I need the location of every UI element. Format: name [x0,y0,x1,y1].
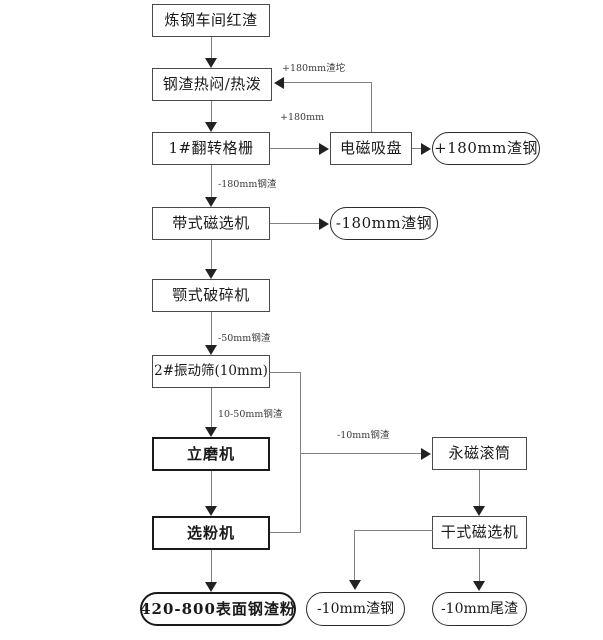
node-label: 1#翻转格栅 [168,139,254,157]
edge-label-minus180-slag: -180mm钢渣 [218,179,277,190]
edge-grate-to-belt-separator [211,165,212,199]
edge-label-minus10-slag: -10mm钢渣 [337,430,390,441]
arrowhead-right [319,143,329,155]
node-grate-1[interactable]: 1#翻转格栅 [152,132,270,165]
node-belt-magnetic-separator[interactable]: 带式磁选机 [152,207,270,240]
node-vertical-mill[interactable]: 立磨机 [152,437,270,471]
edge-jaw-to-screen [211,312,212,347]
edge-label-plus180: +180mm [280,112,325,123]
edge-drum-to-dry-separator [479,470,480,506]
arrowhead-down [473,581,485,591]
arrowhead-down [205,269,217,279]
edge-powder-separator-to-product [211,550,212,584]
arrowhead-down [205,427,217,437]
arrowhead-left [274,77,284,89]
edge-belt-separator-to-scrap [270,223,320,224]
node-powder-separator[interactable]: 选粉机 [152,516,270,550]
edge-dry-separator-to-scrap-h [354,530,433,531]
arrowhead-right [319,218,329,230]
edge-belt-separator-to-jaw [211,240,212,271]
edge-label-range10-50-slag: 10-50mm钢渣 [218,409,283,420]
node-scrap-minus10[interactable]: -10mm渣钢 [306,592,405,626]
node-label: 带式磁选机 [172,214,250,232]
edge-red-slag-to-hot-stuffy [211,37,212,60]
arrowhead-down [205,197,217,207]
arrowhead-right [421,448,431,460]
node-scrap-minus180[interactable]: -180mm渣钢 [330,207,438,240]
node-label: 2#振动筛(10mm) [154,362,268,379]
node-label: 选粉机 [186,523,235,542]
edge-trunk-vertical [300,372,301,533]
edge-chuck-to-scrap180 [412,148,424,149]
edge-label-minus50-slag: -50mm钢渣 [218,333,271,344]
node-steel-slag-powder[interactable]: 420-800表面钢渣粉 [140,592,296,626]
node-vibrating-screen-2[interactable]: 2#振动筛(10mm) [152,355,270,388]
arrowhead-right [421,143,431,155]
node-label: 钢渣热闷/热泼 [162,75,262,93]
node-label: 电磁吸盘 [339,139,402,157]
edge-hot-stuffy-to-grate [211,101,212,124]
node-red-slag[interactable]: 炼钢车间红渣 [152,4,270,37]
edge-chuck-feedback-horizontal [284,82,372,83]
node-tailings-minus10[interactable]: -10mm尾渣 [432,592,527,626]
node-label: -180mm渣钢 [335,214,433,232]
arrowhead-down [349,580,361,590]
node-label: -10mm渣钢 [316,601,395,617]
node-scrap-plus180[interactable]: +180mm渣钢 [432,132,540,165]
node-permanent-magnet-drum[interactable]: 永磁滚筒 [432,437,527,470]
edge-chuck-feedback-vertical [371,82,372,132]
node-label: -10mm尾渣 [440,601,519,617]
arrowhead-down [473,506,485,516]
edge-grate-to-chuck [270,148,320,149]
node-label: 炼钢车间红渣 [164,11,258,29]
arrowhead-down [205,345,217,355]
arrowhead-down [205,58,217,68]
node-label: +180mm渣钢 [434,139,538,157]
arrowhead-down [205,582,217,592]
edge-screen-to-trunk [270,372,301,373]
node-jaw-crusher[interactable]: 颚式破碎机 [152,279,270,312]
arrowhead-down [205,506,217,516]
node-label: 永磁滚筒 [448,444,511,462]
edge-powder-separator-to-trunk [270,532,301,533]
edge-trunk-to-drum [300,453,422,454]
edge-dry-separator-to-tailings [479,549,480,583]
edge-dry-separator-to-scrap-v [354,530,355,582]
edge-mill-to-powder-separator [211,471,212,508]
node-dry-magnetic-separator[interactable]: 干式磁选机 [432,516,527,549]
node-magnetic-chuck[interactable]: 电磁吸盘 [330,132,412,165]
arrowhead-down [205,122,217,132]
node-label: 立磨机 [186,444,235,463]
edge-screen-to-mill [211,388,212,429]
node-label: 干式磁选机 [440,523,519,541]
node-hot-stuffy[interactable]: 钢渣热闷/热泼 [152,68,272,101]
edge-label-slag-lump-plus180: +180mm渣坨 [282,63,346,74]
node-label: 颚式破碎机 [172,286,250,304]
node-label: 420-800表面钢渣粉 [140,599,296,618]
